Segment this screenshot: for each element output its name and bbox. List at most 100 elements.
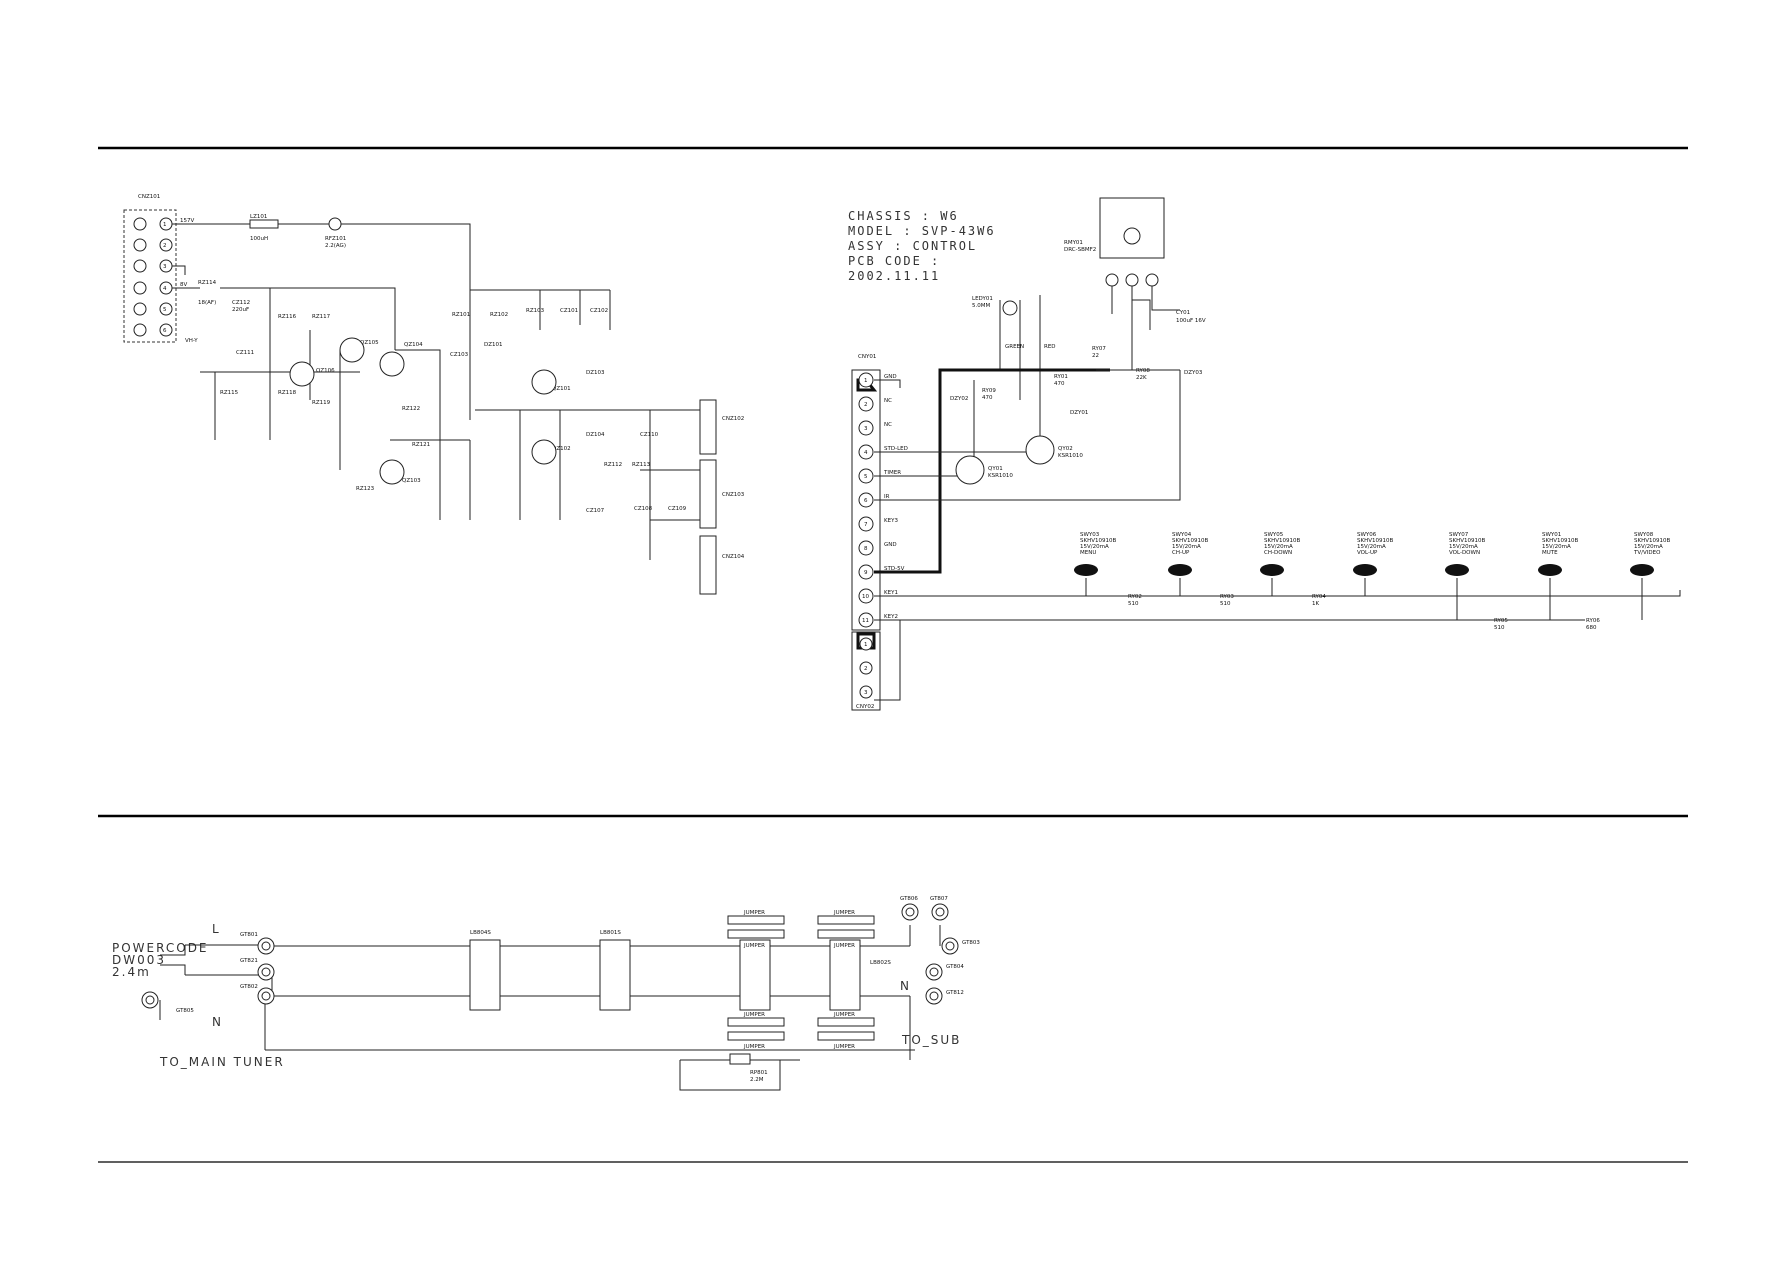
- qz104-label: QZ104: [404, 342, 423, 348]
- swy04-rating: 15V/20mA: [1172, 544, 1201, 550]
- dz104-label: DZ104: [586, 432, 605, 438]
- powercode-label: POWERCODE: [112, 941, 209, 955]
- rmy01-pin-3: [1145, 273, 1159, 287]
- qz105-transistor: [339, 337, 365, 363]
- ry01-value: 470: [1054, 381, 1065, 387]
- cny02-pin-1-num: 1: [864, 642, 868, 648]
- title-model: MODEL : SVP-43W6: [848, 224, 996, 238]
- cz103-label: CZ103: [450, 352, 469, 358]
- qz103-transistor: [379, 459, 405, 485]
- lz101-inductor: [249, 219, 279, 229]
- ry07-label: RY07: [1092, 346, 1106, 352]
- line-filter-section: POWERCODE DW003 2.4m TO_MAIN TUNER TO_SU…: [112, 896, 980, 1091]
- swy06-switch: [1353, 564, 1377, 576]
- qz106-transistor: [289, 361, 315, 387]
- swy06-part: SKHV10910B: [1357, 538, 1393, 544]
- rmy01-label: RMY01: [1064, 240, 1083, 246]
- cny02-pin-2-num: 2: [864, 666, 868, 672]
- swy08-rating: 15V/20mA: [1634, 544, 1663, 550]
- cny01-pin-3-label: NC: [884, 422, 892, 428]
- line-l-label: L: [212, 922, 221, 936]
- cny01-pin-4-label: STD-LED: [884, 446, 908, 452]
- cy01-value: 100uF 16V: [1176, 318, 1206, 324]
- swy01-part: SKHV10910B: [1542, 538, 1578, 544]
- cnz101-pin-2: 2: [163, 243, 167, 249]
- swy08-func: TV/VIDEO: [1633, 550, 1661, 556]
- cny01-pin-2-label: NC: [884, 398, 892, 404]
- swy05-func: CH-DOWN: [1264, 550, 1292, 556]
- cny01-pin-11-num: 11: [862, 618, 869, 624]
- rfz101-label: RFZ101: [325, 236, 346, 242]
- terminals: [141, 903, 959, 1009]
- gt805-label: GT805: [176, 1008, 194, 1014]
- rz113-label: RZ113: [632, 462, 651, 468]
- rp801-value: 2.2M: [750, 1077, 764, 1083]
- rz115-label: RZ115: [220, 390, 239, 396]
- swy04-switch: [1168, 564, 1192, 576]
- swy03-ref: SWY03: [1080, 532, 1100, 538]
- cnz104-label: CNZ104: [722, 554, 745, 560]
- rfz101-fuse: [328, 217, 342, 231]
- cny02-label: CNY02: [856, 704, 874, 710]
- gt821-label: GT821: [240, 958, 258, 964]
- swy08-switch: [1630, 564, 1654, 576]
- rz114-value: 18(AF): [198, 300, 216, 306]
- title-date: 2002.11.11: [848, 269, 940, 283]
- cz107-label: CZ107: [586, 508, 605, 514]
- swy07-func: VOL-DOWN: [1449, 550, 1480, 556]
- lb804s-label: LB804S: [470, 930, 491, 936]
- swy05-ref: SWY05: [1264, 532, 1284, 538]
- swy07-switch: [1445, 564, 1469, 576]
- cny01-pin-10-num: 10: [862, 594, 869, 600]
- swy07-rating: 15V/20mA: [1449, 544, 1478, 550]
- qy02-label: QY02: [1058, 446, 1073, 452]
- lb801s-label: LB801S: [600, 930, 621, 936]
- jumpers: [727, 915, 875, 1041]
- ry02-ref: RY02: [1128, 594, 1142, 600]
- cny01-pin-1-label: GND: [884, 374, 897, 380]
- gt801-label: GT801: [240, 932, 258, 938]
- cny02-pin-3: [859, 685, 873, 699]
- swy08-ref: SWY08: [1634, 532, 1654, 538]
- jumper-label-1: JUMPER: [743, 910, 765, 916]
- swy06-func: VOL-UP: [1357, 550, 1378, 556]
- cz111-label: CZ111: [236, 350, 254, 356]
- gt812-label: GT812: [946, 990, 964, 996]
- ry02-val: 510: [1128, 601, 1139, 607]
- vh-label: VH-Y: [185, 338, 198, 344]
- swy06-ref: SWY06: [1357, 532, 1377, 538]
- cnz101-pin-5: 5: [163, 307, 167, 313]
- power-supply-section: CNZ101 1 2 3 4 5 6 LZ101 100uH RFZ101 2.…: [123, 194, 745, 595]
- ry08-value: 22K: [1136, 375, 1147, 381]
- dz103-label: DZ103: [586, 370, 605, 376]
- cny01-pin-10-label: KEY1: [884, 590, 898, 596]
- cny01-pin-8-label: GND: [884, 542, 897, 548]
- cnz101-housing: [123, 209, 177, 343]
- rp801-resistor: [729, 1053, 751, 1065]
- swy01-rating: 15V/20mA: [1542, 544, 1571, 550]
- cz112-value: 220uF: [232, 307, 249, 313]
- cnz104-body: [699, 535, 717, 595]
- red-label: RED: [1044, 344, 1056, 350]
- gt803-label: GT803: [962, 940, 980, 946]
- rz123-label: RZ123: [356, 486, 375, 492]
- qy02-transistor: [1025, 435, 1055, 465]
- ry05-ref: RY05: [1494, 618, 1508, 624]
- cnz103-label: CNZ103: [722, 492, 745, 498]
- swy07-part: SKHV10910B: [1449, 538, 1485, 544]
- ry03-val: 510: [1220, 601, 1231, 607]
- rfz101-value: 2.2(AG): [325, 243, 346, 249]
- ry07-value: 22: [1092, 353, 1099, 359]
- ledy01-led: [1002, 300, 1018, 316]
- lb802s-choke-1: [739, 939, 771, 1011]
- dzy01-label: DZY01: [1070, 410, 1088, 416]
- rz122-label: RZ122: [402, 406, 420, 412]
- lz101-label: LZ101: [250, 214, 267, 220]
- cz102-label: CZ102: [590, 308, 608, 314]
- qz101-label: QZ101: [552, 386, 571, 392]
- cny01-pin-4-num: 4: [864, 450, 868, 456]
- key-switches: [1074, 564, 1654, 620]
- green-label: GREEN: [1005, 344, 1024, 350]
- rz121-label: RZ121: [412, 442, 430, 448]
